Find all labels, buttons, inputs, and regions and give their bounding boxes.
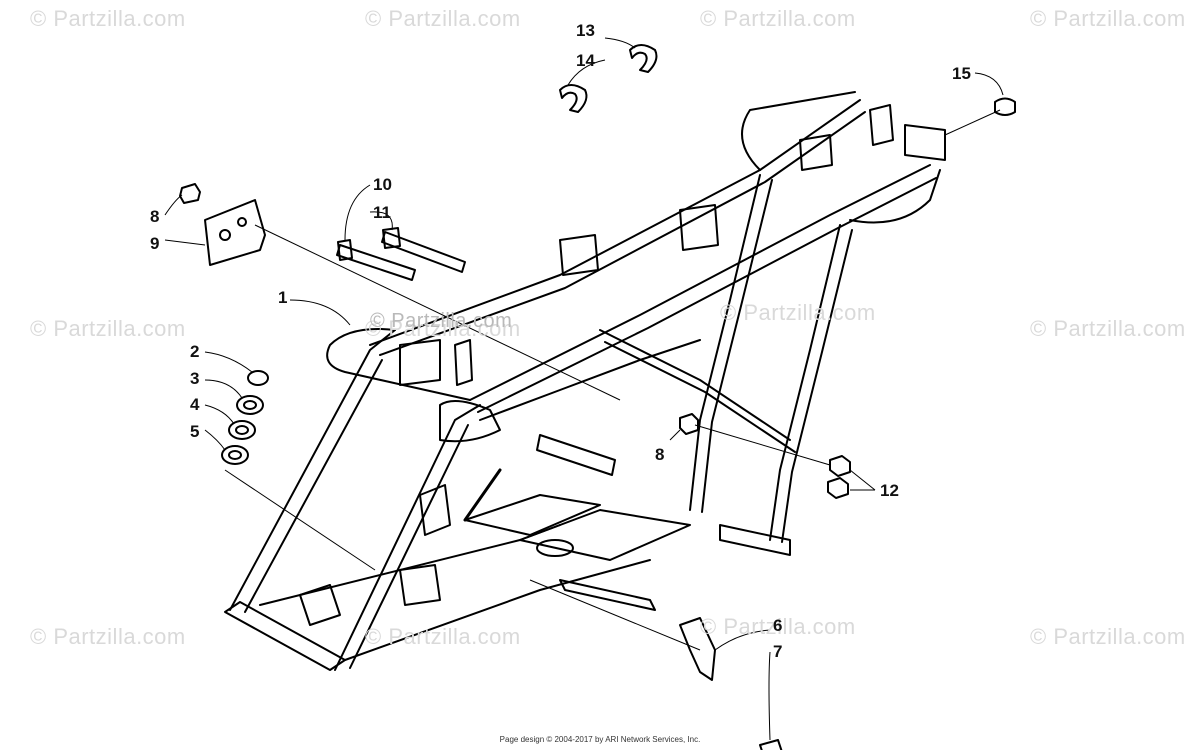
callout-12[interactable]: 12 (880, 481, 899, 500)
callout-4[interactable]: 4 (190, 395, 200, 414)
callout-6[interactable]: 6 (773, 616, 783, 635)
bracket-front-mid (399, 564, 441, 606)
bracket-rear-end (904, 124, 946, 161)
watermark: © Partzilla.com (30, 316, 186, 341)
watermark: © Partzilla.com (30, 624, 186, 649)
bolt-11 (381, 231, 466, 273)
callout-5[interactable]: 5 (190, 422, 200, 441)
callout-10[interactable]: 10 (373, 175, 392, 194)
part5-bearing (221, 445, 249, 465)
frame-bottom-front-tube (224, 601, 346, 671)
callout-14[interactable]: 14 (576, 51, 595, 70)
callout-8-right[interactable]: 8 (655, 445, 665, 464)
watermark: © Partzilla.com (700, 6, 856, 31)
frame-top-left-rail-b (379, 111, 866, 356)
callout-8[interactable]: 8 (150, 207, 160, 226)
frame-mid-cross (479, 339, 701, 421)
watermark: © Partzilla.com (365, 624, 521, 649)
part4-bearing (228, 420, 256, 440)
frame-rear-left-tube-b (701, 179, 773, 513)
frame-rear-loop-right (849, 169, 941, 224)
part9-hole (219, 229, 231, 241)
part6-bracket (679, 617, 716, 681)
floor-plate-center (519, 509, 691, 561)
frame-lower-loop (439, 400, 501, 443)
part9-plate (204, 199, 266, 266)
bracket-top-mid (454, 339, 473, 386)
frame-lower-right-rail (344, 559, 651, 661)
watermark: © Partzilla.com (1030, 6, 1186, 31)
callout-9[interactable]: 9 (150, 234, 160, 253)
footer-copyright: Page design © 2004-2017 by ARI Network S… (499, 735, 701, 744)
part15-cap (994, 97, 1016, 116)
watermark: © Partzilla.com (370, 310, 513, 332)
bracket-rear-upper (799, 134, 833, 171)
bracket-front-left (299, 584, 341, 626)
watermark: © Partzilla.com (365, 316, 521, 341)
frame-front-left-tube-inner (244, 359, 383, 613)
frame-front-right-tube-inner (349, 424, 469, 669)
part3-bearing (236, 395, 264, 415)
frame-top-right-rail-b (477, 177, 937, 413)
watermark: © Partzilla.com (30, 6, 186, 31)
bolt-10-head (337, 239, 353, 261)
bracket-rear-side (869, 104, 894, 146)
bracket-rear-plate (679, 204, 719, 251)
watermark: © Partzilla.com (700, 614, 856, 639)
frame-front-right-tube (334, 404, 481, 671)
frame-front-left-tube (229, 329, 396, 611)
watermark: © Partzilla.com (720, 300, 876, 325)
bracket-upper (399, 339, 441, 386)
callout-2[interactable]: 2 (190, 342, 200, 361)
frame-rear-right-tube (769, 224, 841, 541)
frame-rear-right-tube-b (781, 229, 853, 543)
floor-hole (536, 539, 574, 557)
spring (463, 468, 502, 522)
watermark: © Partzilla.com (365, 6, 521, 31)
callout-1[interactable]: 1 (278, 288, 288, 307)
callout-13[interactable]: 13 (576, 21, 595, 40)
frame-rear-left-tube (689, 174, 761, 511)
frame-center-brace-b (604, 341, 796, 453)
part8-nut-right (679, 413, 699, 435)
watermark: © Partzilla.com (1030, 316, 1186, 341)
bolt-11-head (382, 227, 401, 249)
footrest-left-rear (536, 434, 616, 476)
frame-top-left-rail (369, 99, 861, 346)
part12-nut-upper (829, 455, 851, 477)
frame-top-cross (326, 328, 471, 401)
footrest-right (559, 579, 656, 611)
part8-nut (179, 183, 201, 204)
callout-3[interactable]: 3 (190, 369, 200, 388)
callout-15[interactable]: 15 (952, 64, 971, 83)
frame-rear-loop-left (741, 91, 856, 171)
part2-snap-ring (247, 370, 269, 386)
frame-center-brace (599, 329, 791, 441)
footrest-rear-right (719, 524, 791, 556)
callout-7[interactable]: 7 (773, 642, 783, 661)
part12-nut-lower (827, 477, 849, 499)
bolt-10 (336, 244, 416, 281)
floor-plate-left (464, 494, 601, 536)
part7-bolt (759, 739, 783, 750)
bracket-center (419, 484, 451, 536)
part13-clamp (629, 44, 658, 73)
callout-11[interactable]: 11 (373, 203, 391, 222)
frame-top-right-rail (469, 164, 931, 401)
part14-clamp (559, 84, 588, 113)
bracket-rear-top (559, 234, 599, 276)
watermark: © Partzilla.com (1030, 624, 1186, 649)
